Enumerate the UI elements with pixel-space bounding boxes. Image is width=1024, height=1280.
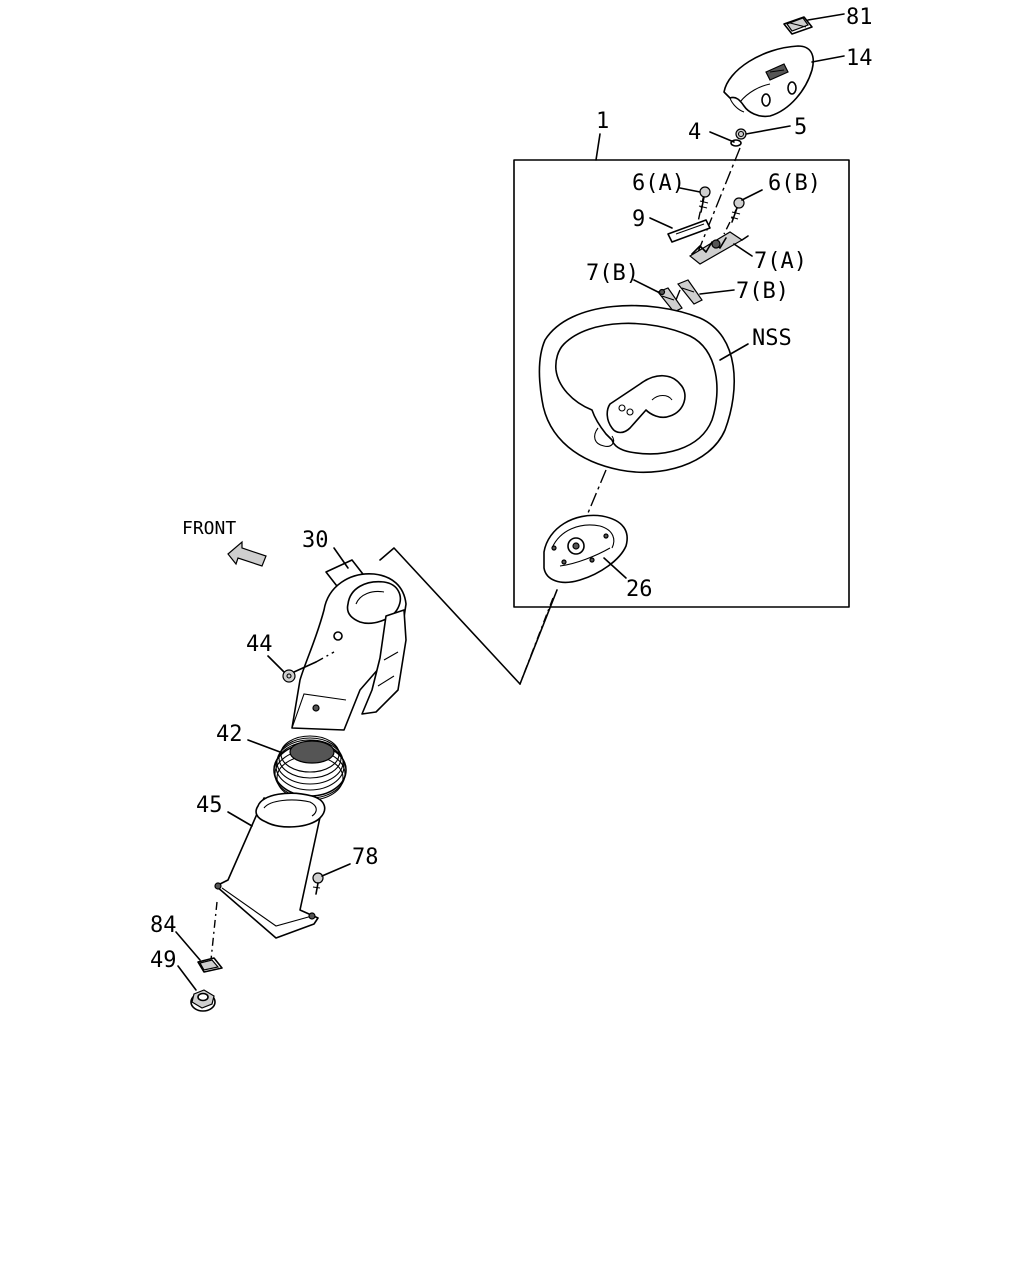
horn-cover-14 xyxy=(723,45,814,118)
assembly-box xyxy=(513,159,850,608)
label-6a: 6(A) xyxy=(632,171,685,196)
emblem-81 xyxy=(783,16,813,35)
label-26: 26 xyxy=(626,577,653,602)
label-6b: 6(B) xyxy=(768,171,821,196)
clip-7b-left xyxy=(657,287,683,313)
label-81: 81 xyxy=(846,5,873,30)
square-nut-84 xyxy=(197,957,223,973)
label-14: 14 xyxy=(846,46,873,71)
bellows-42 xyxy=(273,735,347,801)
column-cover-30 xyxy=(291,559,407,731)
plate-9 xyxy=(667,219,711,243)
bolt-6a xyxy=(698,186,711,213)
steering-wheel-nss xyxy=(538,304,735,474)
label-45: 45 xyxy=(196,793,223,818)
flange-nut-49 xyxy=(190,989,216,1012)
label-front: FRONT xyxy=(182,518,236,539)
label-7b-right: 7(B) xyxy=(736,279,789,304)
label-nss: NSS xyxy=(752,326,792,351)
label-42: 42 xyxy=(216,722,243,747)
bolt-78 xyxy=(312,872,324,895)
label-7b-left: 7(B) xyxy=(586,261,639,286)
label-1: 1 xyxy=(596,109,609,134)
screw-44 xyxy=(282,651,335,683)
label-5: 5 xyxy=(794,115,807,140)
label-44: 44 xyxy=(246,632,273,657)
label-78: 78 xyxy=(352,845,379,870)
label-9: 9 xyxy=(632,207,645,232)
leader-lines xyxy=(175,13,845,991)
label-7a: 7(A) xyxy=(754,249,807,274)
contact-7a xyxy=(688,231,749,265)
label-49: 49 xyxy=(150,948,177,973)
bolt-6b xyxy=(730,197,745,223)
label-30: 30 xyxy=(302,528,329,553)
lower-boot-45 xyxy=(214,792,326,939)
label-84: 84 xyxy=(150,913,177,938)
front-arrow-icon xyxy=(227,540,267,567)
hub-cover-26 xyxy=(543,514,628,584)
nut-washer-4-5 xyxy=(730,128,747,147)
label-4: 4 xyxy=(688,120,701,145)
clip-7b-right xyxy=(677,279,703,305)
